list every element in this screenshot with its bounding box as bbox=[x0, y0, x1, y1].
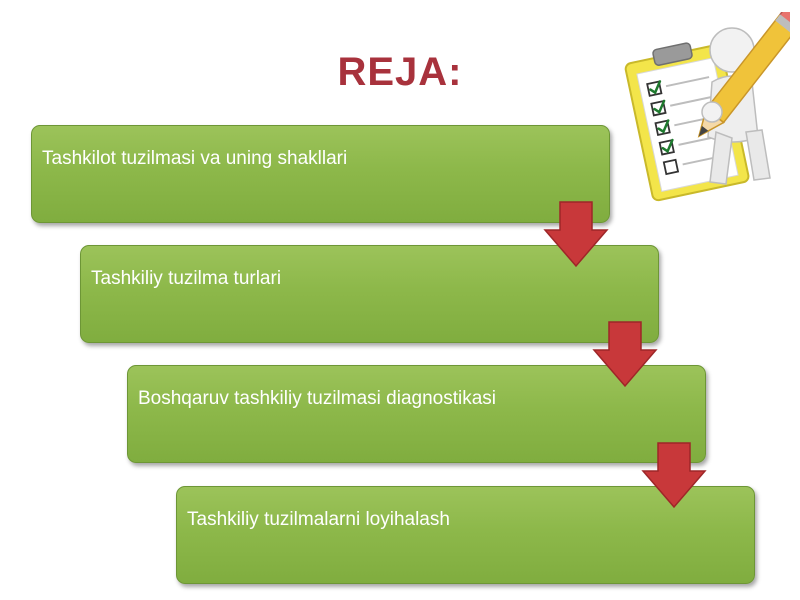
step-label-3: Boshqaruv tashkiliy tuzilmasi diagnostik… bbox=[138, 388, 496, 409]
down-arrow-icon bbox=[641, 442, 707, 509]
step-label-4: Tashkiliy tuzilmalarni loyihalash bbox=[187, 509, 450, 530]
checklist-figure-with-pencil-icon bbox=[624, 12, 790, 202]
step-box-1: Tashkilot tuzilmasi va uning shakllari bbox=[31, 125, 610, 223]
down-arrow-icon bbox=[592, 321, 658, 388]
step-box-4: Tashkiliy tuzilmalarni loyihalash bbox=[176, 486, 755, 584]
step-label-2: Tashkiliy tuzilma turlari bbox=[91, 268, 282, 289]
down-arrow-icon bbox=[543, 201, 609, 268]
step-box-3: Boshqaruv tashkiliy tuzilmasi diagnostik… bbox=[127, 365, 706, 463]
step-box-2: Tashkiliy tuzilma turlari bbox=[80, 245, 659, 343]
slide-title: REJA: bbox=[337, 50, 463, 94]
step-label-1: Tashkilot tuzilmasi va uning shakllari bbox=[42, 148, 348, 169]
